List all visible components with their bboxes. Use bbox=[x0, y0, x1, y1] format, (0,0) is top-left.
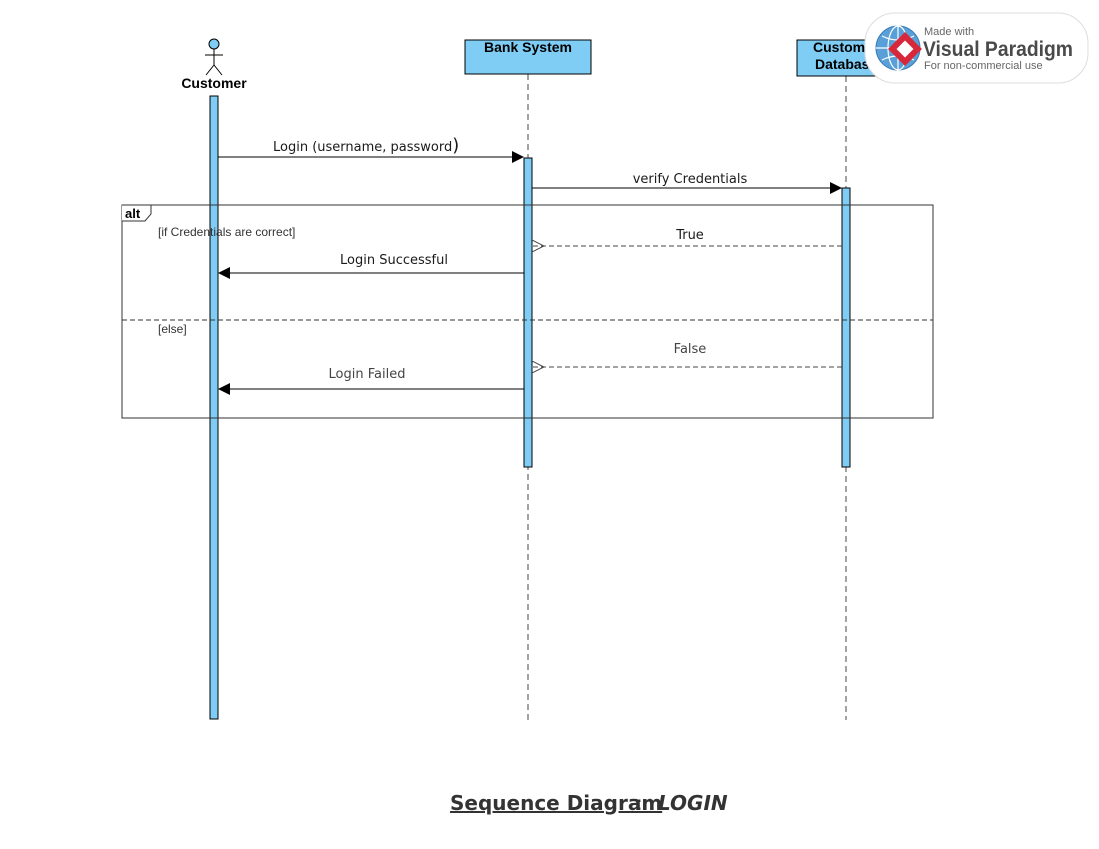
alt-operator-label: alt bbox=[125, 206, 141, 221]
message-login-request-label: Login (username, password) bbox=[273, 135, 459, 156]
alt-frame bbox=[121, 204, 934, 419]
guard-condition-correct: [if Credentials are correct] bbox=[158, 225, 295, 239]
customer-database-label-line2: Databas bbox=[815, 56, 870, 72]
message-login-failed[interactable]: Login Failed bbox=[218, 367, 524, 395]
customer-actor[interactable]: Customer bbox=[181, 38, 247, 91]
message-login-request[interactable]: Login (username, password) bbox=[218, 135, 524, 163]
alt-operator-tab bbox=[122, 204, 152, 222]
message-login-successful-label: Login Successful bbox=[340, 253, 448, 268]
message-verify-credentials-label: verify Credentials bbox=[633, 172, 748, 187]
activation-customer bbox=[209, 95, 219, 720]
visual-paradigm-badge[interactable]: Made with Visual Paradigm For non-commer… bbox=[864, 12, 1089, 84]
message-login-failed-label: Login Failed bbox=[329, 367, 406, 382]
caption-title: Sequence Diagram bbox=[450, 791, 662, 815]
badge-background bbox=[864, 12, 1089, 84]
guard-condition-else: [else] bbox=[158, 322, 187, 336]
message-true-reply-label: True bbox=[675, 228, 704, 243]
badge-brand-name: Visual Paradigm bbox=[923, 38, 1073, 61]
caption-separator: : bbox=[636, 791, 643, 815]
bank-system-box bbox=[464, 39, 592, 75]
message-false-reply[interactable]: False bbox=[533, 342, 842, 367]
caption-subtitle: LOGIN bbox=[658, 791, 728, 815]
actor-head bbox=[208, 38, 220, 50]
customer-label: Customer bbox=[181, 75, 247, 91]
activation-bank-system bbox=[523, 157, 533, 468]
message-login-successful[interactable]: Login Successful bbox=[218, 253, 524, 279]
diagram-caption: Sequence Diagram : LOGIN bbox=[450, 791, 728, 815]
message-true-reply[interactable]: True bbox=[533, 228, 842, 246]
customer-database-label-line1: Custom bbox=[813, 39, 865, 55]
bank-system-label: Bank System bbox=[484, 39, 572, 55]
message-false-reply-label: False bbox=[674, 342, 707, 357]
bank-system-participant[interactable]: Bank System bbox=[464, 39, 592, 75]
activation-customer-database bbox=[841, 187, 851, 468]
message-verify-credentials[interactable]: verify Credentials bbox=[532, 172, 842, 194]
alt-fragment[interactable]: alt [if Credentials are correct] [else] bbox=[121, 204, 934, 419]
badge-made-with: Made with bbox=[924, 26, 974, 38]
badge-usage-note: For non-commercial use bbox=[924, 60, 1043, 72]
